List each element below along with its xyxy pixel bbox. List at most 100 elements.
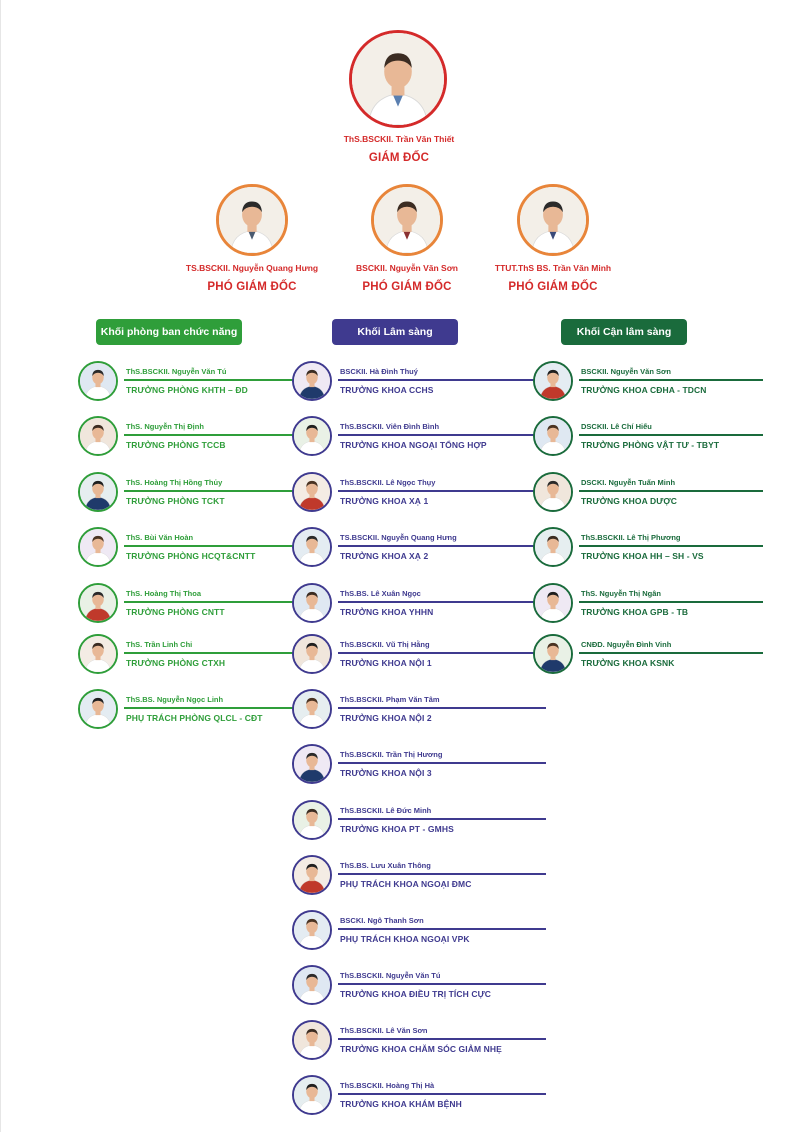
staff-divider [338,652,546,654]
staff-role: TRƯỞNG KHOA KHÁM BỆNH [340,1099,462,1109]
staff-role: TRƯỞNG PHÒNG KHTH – ĐD [126,385,248,395]
staff-name: ThS.BSCKII. Phạm Văn Tâm [340,695,440,704]
staff-name: ThS.BSCKII. Lê Ngọc Thụy [340,478,436,487]
staff-role: PHỤ TRÁCH KHOA NGOẠI VPK [340,934,470,944]
staff-name: ThS.BSCKII. Viên Đình Bình [340,422,440,431]
staff-name: ThS.BSCKII. Lê Văn Sơn [340,1026,428,1035]
staff-card: ThS.BSCKII. Nguyễn Văn Tú TRƯỞNG PHÒNG KH… [78,361,310,405]
staff-divider [338,379,546,381]
staff-photo [78,416,118,456]
bloc-header-clinical: Khối Lâm sàng [332,319,458,345]
deputy-1-title: PHÓ GIÁM ĐỐC [207,281,297,293]
staff-role: TRƯỞNG KHOA DƯỢC [581,496,677,506]
staff-role: TRƯỞNG PHÒNG CNTT [126,607,225,617]
staff-name: ThS.BSCKII. Hoàng Thị Hà [340,1081,435,1090]
staff-name: ThS.BS. Lưu Xuân Thông [340,861,431,870]
staff-photo [292,965,332,1005]
staff-name: DSCKI. Nguyễn Tuấn Minh [581,478,676,487]
staff-divider [124,707,306,709]
bloc-header-paraclinical: Khối Cận lâm sàng [561,319,687,345]
director-name: ThS.BSCKII. Trần Văn Thiết [343,134,455,144]
staff-card: ThS.BSCKII. Nguyễn Văn Tú TRƯỞNG KHOA ĐIỀ… [292,965,550,1009]
staff-role: TRƯỞNG KHOA YHHN [340,607,434,617]
staff-photo [78,472,118,512]
staff-photo [533,416,573,456]
staff-role: PHỤ TRÁCH KHOA NGOẠI ĐMC [340,879,472,889]
deputy-2-photo [371,184,443,256]
staff-name: BSCKII. Hà Đình Thuý [340,367,418,376]
director-photo [349,30,447,128]
staff-name: ThS. Nguyễn Thị Định [126,422,204,431]
staff-name: DSCKII. Lê Chí Hiếu [581,422,652,431]
staff-photo [292,583,332,623]
staff-divider [124,545,306,547]
staff-divider [579,601,763,603]
staff-name: ThS. Hoàng Thị Hồng Thủy [126,478,223,487]
staff-role: TRƯỞNG KHOA NỘI 2 [340,713,432,723]
staff-divider [338,928,546,930]
staff-name: BSCKII. Nguyễn Văn Sơn [581,367,671,376]
staff-photo [533,583,573,623]
staff-name: ThS.BS. Lê Xuân Ngọc [340,589,421,598]
staff-photo [533,361,573,401]
staff-name: ThS. Trần Linh Chi [126,640,193,649]
staff-photo [533,527,573,567]
staff-divider [338,762,546,764]
staff-divider [338,873,546,875]
staff-photo [533,472,573,512]
staff-photo [292,361,332,401]
staff-divider [338,1038,546,1040]
staff-role: TRƯỞNG KHOA CHĂM SÓC GIẢM NHẸ [340,1044,502,1054]
staff-role: PHỤ TRÁCH PHÒNG QLCL - CĐT [126,713,263,723]
staff-photo [292,472,332,512]
staff-photo [292,634,332,674]
person-portrait-icon [219,187,285,253]
staff-name: TS.BSCKII. Nguyễn Quang Hưng [340,533,457,542]
staff-role: TRƯỞNG PHÒNG VẬT TƯ - TBYT [581,440,720,450]
staff-divider [338,1093,546,1095]
staff-photo [292,855,332,895]
staff-divider [338,707,546,709]
staff-role: TRƯỞNG KHOA NGOẠI TỔNG HỢP [340,440,487,450]
staff-photo [292,1020,332,1060]
staff-divider [579,379,763,381]
staff-role: TRƯỞNG KHOA ĐIỀU TRỊ TÍCH CỰC [340,989,491,999]
staff-name: ThS.BSCKII. Vũ Thị Hằng [340,640,430,649]
staff-name: ThS.BSCKII. Nguyễn Văn Tú [126,367,227,376]
staff-divider [338,818,546,820]
deputy-2-title: PHÓ GIÁM ĐỐC [362,281,452,293]
bloc-header-functional: Khối phòng ban chức năng [96,319,242,345]
staff-name: BSCKI. Ngô Thanh Sơn [340,916,424,925]
staff-divider [579,434,763,436]
staff-role: TRƯỞNG KHOA XẠ 1 [340,496,429,506]
staff-divider [338,983,546,985]
staff-role: TRƯỞNG KHOA GPB - TB [581,607,689,617]
staff-divider [338,434,546,436]
staff-name: ThS.BSCKII. Trần Thị Hương [340,750,443,759]
staff-photo [292,910,332,950]
staff-role: TRƯỞNG KHOA PT - GMHS [340,824,454,834]
staff-photo [292,416,332,456]
person-portrait-icon [520,187,586,253]
staff-photo [292,527,332,567]
staff-photo [78,361,118,401]
staff-name: ThS.BSCKII. Nguyễn Văn Tú [340,971,441,980]
